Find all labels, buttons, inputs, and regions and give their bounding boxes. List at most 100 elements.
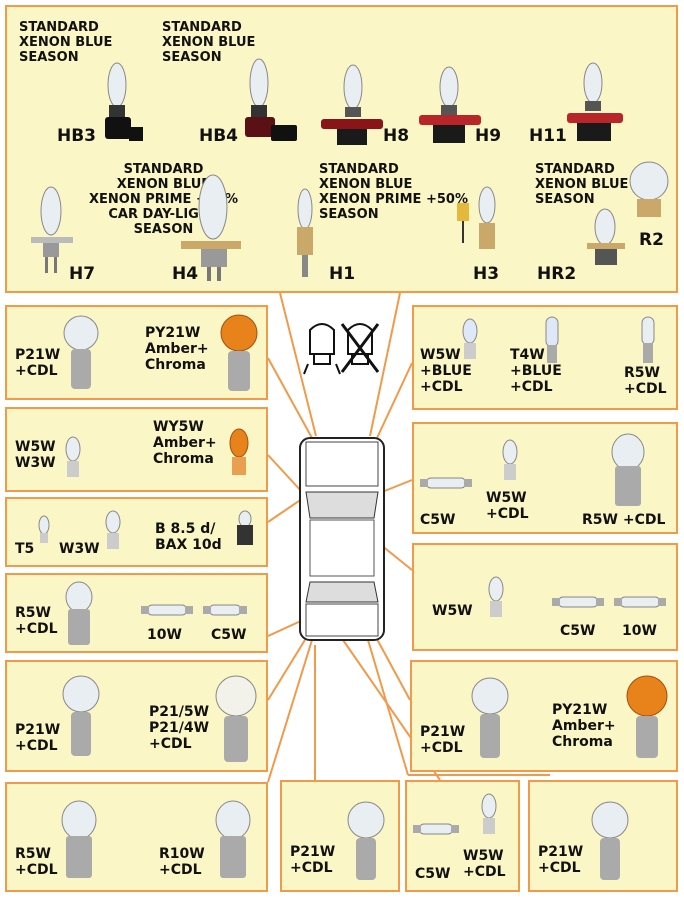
p21w-rear-bulb-icon xyxy=(62,675,100,756)
10w-festoon-icon xyxy=(141,604,193,616)
w5w-blue-label: W5W+BLUE+CDL xyxy=(420,347,472,396)
p21w-bulb-icon xyxy=(63,315,99,389)
left-box-4: R5W+CDL 10W C5W xyxy=(5,573,268,653)
t5-bulb-icon xyxy=(38,515,50,543)
right-box-3: W5W C5W 10W xyxy=(412,543,678,651)
w3w-label: W3W xyxy=(59,541,100,557)
c5w-label: C5W xyxy=(211,627,247,643)
10w-right3-label: 10W xyxy=(622,623,657,639)
10w-label: 10W xyxy=(147,627,182,643)
h8-label: H8 xyxy=(383,126,410,146)
bottom-box-8: C5W W5W+CDL xyxy=(405,780,520,892)
w5w-bottom-icon xyxy=(481,793,497,834)
h7-label: H7 xyxy=(69,264,96,284)
r5w-cdl-label: R5W+CDL xyxy=(15,605,58,638)
w5w-bottom-label: W5W+CDL xyxy=(463,848,506,881)
left-box-3: T5 W3W B 8.5 d/BAX 10d xyxy=(5,497,268,567)
t4w-blue-label: T4W+BLUE+CDL xyxy=(510,347,562,396)
w5w-blue-bulb-icon xyxy=(462,318,478,359)
r2-bulb-icon xyxy=(629,161,669,217)
h3-label: H3 xyxy=(473,264,500,284)
r5w-right-icon xyxy=(611,433,645,506)
r5w-small-bulb-icon xyxy=(641,316,655,363)
bottom-box-7: P21W+CDL xyxy=(280,780,400,892)
w3w-bulb-icon xyxy=(105,510,121,549)
h9-label: H9 xyxy=(475,126,502,146)
hb3-bulb-icon xyxy=(105,62,143,141)
right-box-1: W5W+BLUE+CDL T4W+BLUE+CDL R5W+CDL xyxy=(412,305,678,410)
hb4-bulb-icon xyxy=(245,58,297,141)
h1-bulb-icon xyxy=(297,188,313,277)
py21w-bulb-icon xyxy=(220,314,258,391)
p21w-right4-label: P21W+CDL xyxy=(420,724,466,757)
no-headlamp-icon xyxy=(340,323,380,373)
c5w-right3-icon xyxy=(552,596,604,608)
r5w-bulb-icon xyxy=(65,581,93,645)
r10w-label: R10W+CDL xyxy=(159,846,205,879)
c5w-right-label: C5W xyxy=(420,512,456,528)
t4w-bulb-icon xyxy=(545,316,559,363)
r5w-cdl-right-label: R5W+CDL xyxy=(624,365,667,398)
c5w-right3-label: C5W xyxy=(560,623,596,639)
p21w-right4-icon xyxy=(471,677,509,758)
10w-right3-icon xyxy=(614,596,666,608)
p21w-right-bottom-label: P21W+CDL xyxy=(538,844,584,877)
h11-label: H11 xyxy=(529,126,567,146)
hr2-label: HR2 xyxy=(537,264,577,284)
r5w-cdl-right2-label: R5W +CDL xyxy=(582,512,666,528)
h7-bulb-icon xyxy=(31,186,73,273)
w5w-right-icon xyxy=(502,439,518,480)
h9-bulb-icon xyxy=(419,66,481,143)
p21w-cdl-label: P21W+CDL xyxy=(15,347,61,380)
c5w-bottom-icon xyxy=(413,823,459,835)
w5w-right3-icon xyxy=(488,576,504,617)
py21w-right4-icon xyxy=(626,675,668,758)
r5w-rear-label: R5W+CDL xyxy=(15,846,58,879)
headlamp-beam-icon xyxy=(303,323,341,375)
h1-label: H1 xyxy=(329,264,356,284)
h11-bulb-icon xyxy=(567,62,623,141)
h4-label: H4 xyxy=(172,264,199,284)
c5w-right-icon xyxy=(420,477,472,489)
hb3-label: HB3 xyxy=(57,126,97,146)
w5w-bulb-icon xyxy=(65,436,81,477)
hb4-label: HB4 xyxy=(199,126,239,146)
r10w-bulb-icon xyxy=(215,800,251,878)
hr2-bulb-icon xyxy=(587,208,625,265)
c5w-bottom-label: C5W xyxy=(415,866,451,882)
h8-bulb-icon xyxy=(321,64,383,145)
t5-label: T5 xyxy=(15,541,35,557)
c5w-festoon-icon xyxy=(203,604,247,616)
p21w-bottom-bulb-icon xyxy=(347,801,385,880)
left-box-6: R5W+CDL R10W+CDL xyxy=(5,782,268,892)
b85d-bax10d-label: B 8.5 d/BAX 10d xyxy=(155,521,222,554)
bottom-box-9: P21W+CDL xyxy=(528,780,678,892)
w5w-right3-label: W5W xyxy=(432,603,473,619)
r5w-rear-bulb-icon xyxy=(61,800,97,878)
r2-label: R2 xyxy=(639,230,664,250)
h4-bulb-icon xyxy=(181,174,241,281)
car-top-view xyxy=(299,437,385,641)
p21-5w-bulb-icon xyxy=(215,675,257,762)
right-box-2: C5W W5W+CDL R5W +CDL xyxy=(412,422,678,534)
p21w-right-bottom-bulb-icon xyxy=(591,801,629,880)
w5w-right-label: W5W+CDL xyxy=(486,490,529,523)
b85d-bulb-icon xyxy=(237,510,253,545)
h3-bulb-icon xyxy=(457,186,496,249)
p21w-rear-label: P21W+CDL xyxy=(15,722,61,755)
